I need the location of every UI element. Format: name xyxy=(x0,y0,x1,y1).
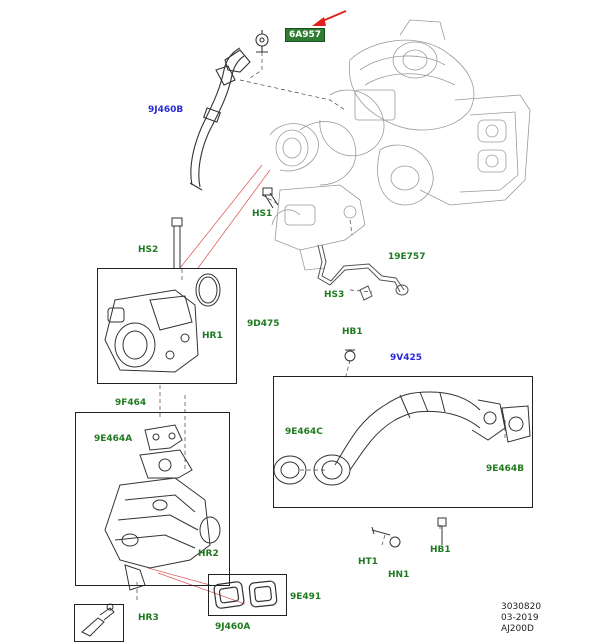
part-label-HB1-bottom[interactable]: HB1 xyxy=(430,545,451,555)
part-label-HB1-top[interactable]: HB1 xyxy=(342,327,363,337)
group-box-HR3 xyxy=(74,604,124,642)
pipe-19E757-drawing xyxy=(317,244,409,301)
bolt-HS2-drawing xyxy=(171,217,183,268)
part-label-9J460B[interactable]: 9J460B xyxy=(148,105,184,115)
dashed-leaders xyxy=(136,52,506,600)
egr-cooler-9F464-drawing xyxy=(104,424,221,591)
part-label-9E464C[interactable]: 9E464C xyxy=(285,427,323,437)
group-box-9V425 xyxy=(273,376,533,508)
stamp-line-2: 03-2019 xyxy=(501,613,539,623)
part-label-HS2[interactable]: HS2 xyxy=(138,245,159,255)
turbocharger-assembly-drawing xyxy=(269,19,531,271)
drawing-stamp: 3030820 03-2019 AJ200D xyxy=(501,602,541,635)
part-label-HR1[interactable]: HR1 xyxy=(202,331,223,341)
group-box-9F464 xyxy=(75,412,230,586)
part-label-HN1[interactable]: HN1 xyxy=(388,570,410,580)
stamp-line-3: AJ200D xyxy=(501,624,534,634)
part-label-HR3[interactable]: HR3 xyxy=(138,613,159,623)
hose-9J460B-drawing xyxy=(189,30,269,191)
part-label-9V425[interactable]: 9V425 xyxy=(390,353,423,363)
group-box-9E491 xyxy=(208,574,287,616)
part-label-HS3[interactable]: HS3 xyxy=(324,290,345,300)
part-label-19E757[interactable]: 19E757 xyxy=(388,252,426,262)
part-label-9E491[interactable]: 9E491 xyxy=(290,592,322,602)
gaskets-9E491-drawing xyxy=(213,580,278,609)
part-label-HT1[interactable]: HT1 xyxy=(358,557,378,567)
part-label-9F464[interactable]: 9F464 xyxy=(115,398,147,408)
egr-pipe-9V425-drawing xyxy=(273,391,531,486)
highlight-arrow xyxy=(312,10,347,26)
throttle-body-9D475-drawing xyxy=(104,273,221,373)
part-label-9J460A[interactable]: 9J460A xyxy=(215,622,251,632)
part-label-HR2[interactable]: HR2 xyxy=(198,549,219,559)
part-label-9D475[interactable]: 9D475 xyxy=(247,319,280,329)
fasteners-drawing xyxy=(344,349,447,548)
part-label-6A957[interactable]: 6A957 xyxy=(285,28,326,42)
part-label-9E464B[interactable]: 9E464B xyxy=(486,464,525,474)
part-label-HS1[interactable]: HS1 xyxy=(252,209,273,219)
stamp-line-1: 3030820 xyxy=(501,602,542,612)
bolt-HS1-drawing xyxy=(262,187,279,209)
part-label-9E464A[interactable]: 9E464A xyxy=(94,434,133,444)
group-box-9D475 xyxy=(97,268,237,384)
sensor-HR3-drawing xyxy=(81,603,115,637)
red-leader-lines xyxy=(147,164,271,605)
